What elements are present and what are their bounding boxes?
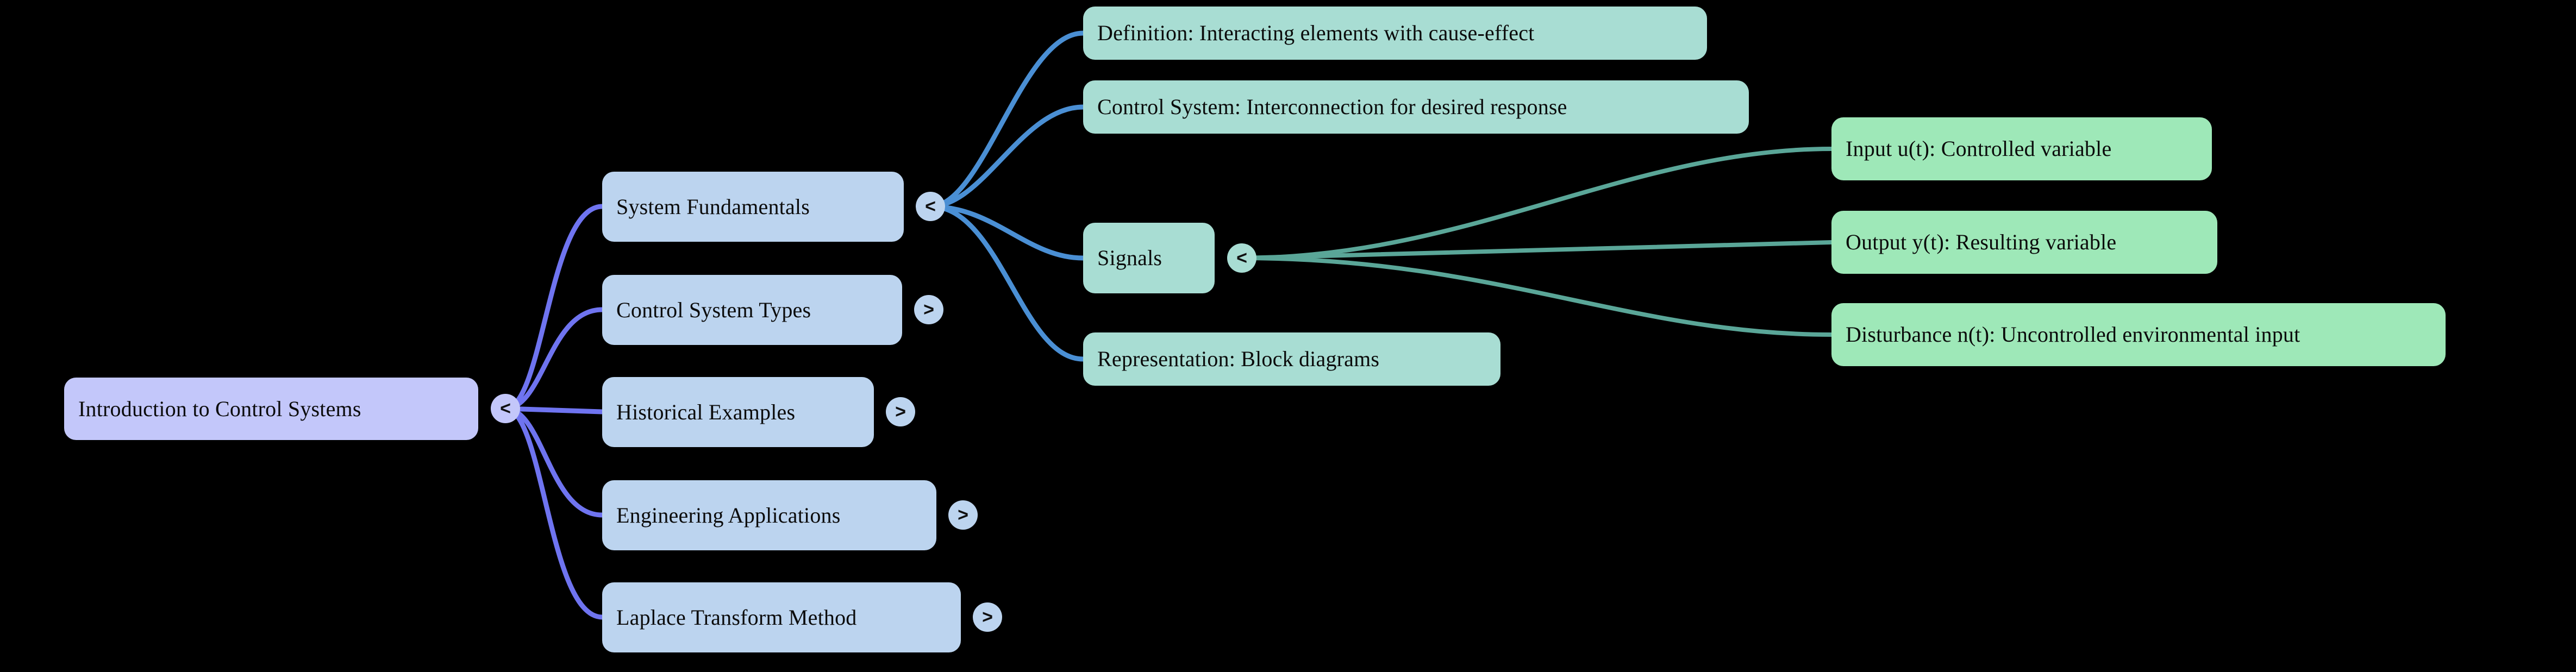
node-representation[interactable]: Representation: Block diagrams xyxy=(1083,332,1500,386)
node-control-system[interactable]: Control System: Interconnection for desi… xyxy=(1083,80,1749,134)
chevron-right-icon: > xyxy=(982,606,993,627)
node-root[interactable]: Introduction to Control Systems xyxy=(64,378,478,440)
node-engineering-applications-label: Engineering Applications xyxy=(616,503,841,527)
node-system-fundamentals-label: System Fundamentals xyxy=(616,194,810,219)
collapse-toggle-system-fundamentals[interactable]: < xyxy=(916,192,945,221)
node-disturbance-nt[interactable]: Disturbance n(t): Uncontrolled environme… xyxy=(1831,303,2446,366)
chevron-left-icon: < xyxy=(500,398,511,419)
signals-edges xyxy=(1240,147,1834,337)
node-signals[interactable]: Signals xyxy=(1083,223,1215,293)
node-signals-label: Signals xyxy=(1097,246,1162,270)
expand-toggle-laplace-transform-method[interactable]: > xyxy=(973,602,1002,632)
expand-toggle-engineering-applications[interactable]: > xyxy=(948,500,978,530)
collapse-toggle-root[interactable]: < xyxy=(491,394,520,423)
node-control-system-label: Control System: Interconnection for desi… xyxy=(1097,95,1567,119)
node-output-yt[interactable]: Output y(t): Resulting variable xyxy=(1831,211,2217,274)
node-system-fundamentals[interactable]: System Fundamentals xyxy=(602,172,904,242)
collapse-toggle-signals[interactable]: < xyxy=(1227,243,1256,273)
node-output-yt-label: Output y(t): Resulting variable xyxy=(1846,230,2117,254)
chevron-right-icon: > xyxy=(895,401,906,422)
system-fundamentals-edges xyxy=(928,30,1086,362)
node-representation-label: Representation: Block diagrams xyxy=(1097,347,1380,371)
node-laplace-transform-method[interactable]: Laplace Transform Method xyxy=(602,582,961,652)
expand-toggle-historical-examples[interactable]: > xyxy=(886,397,915,426)
node-historical-examples[interactable]: Historical Examples xyxy=(602,377,874,447)
node-control-system-types-label: Control System Types xyxy=(616,297,811,322)
root-edges xyxy=(503,204,605,620)
node-input-ut-label: Input u(t): Controlled variable xyxy=(1846,136,2112,161)
node-engineering-applications[interactable]: Engineering Applications xyxy=(602,480,936,550)
node-control-system-types[interactable]: Control System Types xyxy=(602,275,902,345)
chevron-right-icon: > xyxy=(923,299,934,320)
chevron-left-icon: < xyxy=(925,196,936,217)
node-laplace-transform-method-label: Laplace Transform Method xyxy=(616,605,857,630)
node-root-label: Introduction to Control Systems xyxy=(78,396,361,421)
expand-toggle-control-system-types[interactable]: > xyxy=(914,295,943,324)
chevron-left-icon: < xyxy=(1236,247,1247,268)
node-disturbance-nt-label: Disturbance n(t): Uncontrolled environme… xyxy=(1846,322,2300,347)
node-definition-label: Definition: Interacting elements with ca… xyxy=(1097,21,1535,45)
node-historical-examples-label: Historical Examples xyxy=(616,399,796,424)
chevron-right-icon: > xyxy=(958,504,968,525)
node-definition[interactable]: Definition: Interacting elements with ca… xyxy=(1083,7,1707,60)
node-input-ut[interactable]: Input u(t): Controlled variable xyxy=(1831,117,2212,180)
